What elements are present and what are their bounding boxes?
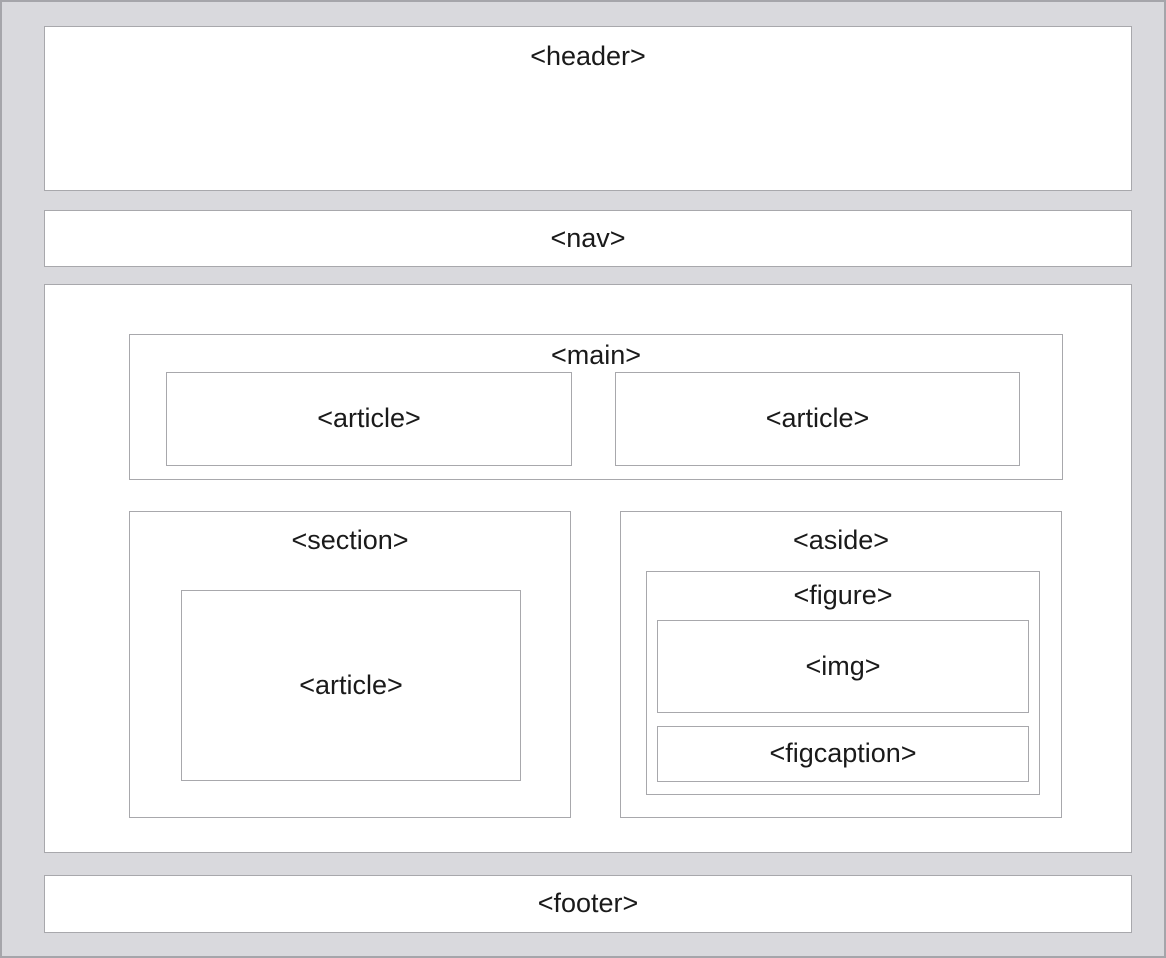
figure-label: <figure> [793, 580, 893, 610]
figcaption-box: <figcaption> [657, 726, 1029, 782]
article-box-2: <article> [615, 372, 1020, 466]
nav-box: <nav> [44, 210, 1132, 267]
main-box: <main> <article> <article> [129, 334, 1063, 480]
section-box: <section> <article> [129, 511, 571, 818]
article-box-3: <article> [181, 590, 521, 781]
article-box-1: <article> [166, 372, 572, 466]
img-label: <img> [805, 650, 881, 681]
img-box: <img> [657, 620, 1029, 713]
article-label-1: <article> [317, 403, 421, 434]
nav-label: <nav> [550, 222, 626, 253]
header-box: <header> [44, 26, 1132, 191]
aside-box: <aside> <figure> <img> <figcaption> [620, 511, 1062, 818]
main-label: <main> [550, 340, 642, 370]
content-box: <main> <article> <article> <section> <ar… [44, 284, 1132, 853]
footer-label: <footer> [537, 888, 639, 919]
footer-box: <footer> [44, 875, 1132, 933]
article-label-2: <article> [765, 403, 870, 434]
header-label: <header> [530, 41, 646, 71]
figcaption-label: <figcaption> [769, 738, 917, 769]
section-label: <section> [291, 525, 409, 555]
aside-label: <aside> [792, 525, 890, 555]
figure-box: <figure> <img> <figcaption> [646, 571, 1040, 795]
article-label-3: <article> [299, 669, 403, 700]
